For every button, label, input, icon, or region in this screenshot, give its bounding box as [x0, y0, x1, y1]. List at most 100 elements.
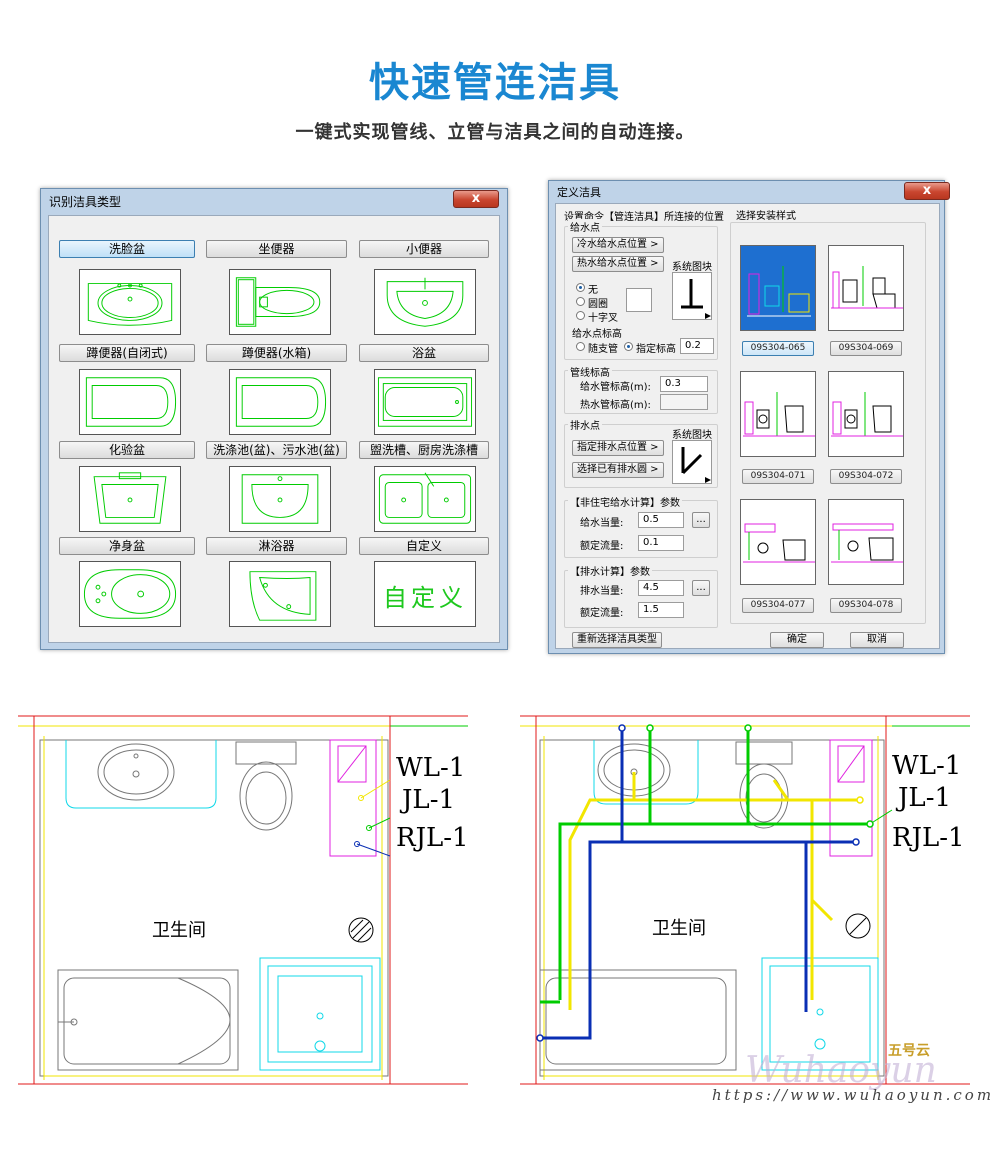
squat-toilet-tank-icon[interactable] [229, 369, 331, 435]
radio-specify-elev-label: 指定标高 [636, 344, 676, 355]
toilet-icon[interactable] [229, 269, 331, 335]
dialog-title: 识别洁具类型 [49, 195, 122, 209]
drain-equiv-more-button[interactable]: ... [692, 580, 710, 596]
room-label: 卫生间 [652, 918, 706, 939]
drain-equiv-label: 排水当量: [580, 586, 624, 597]
supply-equiv-label: 给水当量: [580, 518, 624, 529]
style-label-077[interactable]: 09S304-077 [742, 598, 814, 613]
page-subtitle: 一键式实现管线、立管与洁具之间的自动连接。 [295, 122, 695, 143]
custom-icon[interactable]: 自定义 [374, 561, 476, 627]
urinal-icon[interactable] [374, 269, 476, 335]
ok-button[interactable]: 确定 [770, 632, 824, 648]
fixture-squat-auto-button[interactable]: 蹲便器(自闭式) [59, 344, 195, 362]
style-thumb-072[interactable] [828, 371, 904, 457]
radio-circle-label: 圆圈 [588, 299, 608, 310]
install-style-group [730, 222, 926, 624]
pipe-label-wl: WL-1 [892, 751, 961, 781]
drain-flow-input[interactable]: 1.5 [638, 602, 684, 618]
bidet-icon[interactable] [79, 561, 181, 627]
supply-pipe-elev-label: 给水管标高(m): [580, 382, 651, 393]
fixture-shower-button[interactable]: 淋浴器 [206, 537, 347, 555]
sys-block-label: 系统图块 [672, 262, 712, 273]
radio-circle[interactable] [576, 297, 585, 306]
wash-sink-icon[interactable] [229, 466, 331, 532]
fixture-custom-button[interactable]: 自定义 [359, 537, 489, 555]
dialog-body: 洗脸盆 坐便器 小便器 蹲便器(自闭式) 蹲便器(水箱) 浴盆 [48, 215, 500, 643]
radio-none[interactable] [576, 283, 585, 292]
style-thumb-077[interactable] [740, 499, 816, 585]
supply-elev-input[interactable]: 0.2 [680, 338, 714, 354]
fixture-kitchen-sink-button[interactable]: 盥洗槽、厨房洗涤槽 [359, 441, 489, 459]
drain-calc-group [564, 570, 718, 628]
radio-follow-branch-label: 随支管 [588, 344, 618, 355]
fixture-bathtub-button[interactable]: 浴盆 [359, 344, 489, 362]
fixture-washbasin-button[interactable]: 洗脸盆 [59, 240, 195, 258]
radio-follow-branch[interactable] [576, 342, 585, 351]
lab-sink-icon[interactable] [79, 466, 181, 532]
cold-water-point-button[interactable]: 冷水给水点位置 > [572, 237, 664, 253]
define-fixture-dialog: 定义洁具 x 设置命令【管连洁具】所连接的位置 给水点 冷水给水点位置 > 热水… [548, 180, 950, 654]
instruction-text: 设置命令【管连洁具】所连接的位置 [564, 212, 724, 223]
style-thumb-071[interactable] [740, 371, 816, 457]
drain-group [564, 424, 718, 488]
hot-pipe-elev-label: 热水管标高(m): [580, 400, 651, 411]
pipe-label-rjl: RJL-1 [892, 823, 965, 853]
washbasin-icon[interactable] [79, 269, 181, 335]
radio-specify-elev[interactable] [624, 342, 633, 351]
bathtub-icon[interactable] [374, 369, 476, 435]
install-style-title: 选择安装样式 [736, 211, 796, 222]
radio-cross[interactable] [576, 311, 585, 320]
hot-pipe-elev-input[interactable] [660, 394, 708, 410]
pipe-label-jl: JL-1 [399, 785, 455, 815]
watermark-script: Wuhaoyun [745, 1050, 937, 1091]
floor-plan-after: WL-1 JL-1 RJL-1 卫生间 [520, 700, 970, 1100]
page-title: 快速管连洁具 [369, 60, 621, 106]
fixture-type-dialog: 识别洁具类型 x 洗脸盆 坐便器 小便器 蹲便器(自闭式) 蹲便器(水箱) 浴盆 [40, 188, 508, 650]
room-label: 卫生间 [152, 920, 206, 941]
drain-sys-block-label: 系统图块 [672, 430, 712, 441]
pipe-elev-group [564, 370, 718, 414]
nonres-supply-title: 【非住宅给水计算】参数 [568, 494, 682, 509]
radio-cross-label: 十字叉 [588, 313, 618, 324]
style-label-065[interactable]: 09S304-065 [742, 341, 814, 356]
watermark-url: https://www.wuhaoyun.com [712, 1086, 990, 1104]
dialog-body: 设置命令【管连洁具】所连接的位置 给水点 冷水给水点位置 > 热水给水点位置 >… [555, 203, 940, 649]
supply-equiv-input[interactable]: 0.5 [638, 512, 684, 528]
drain-block-preview[interactable] [672, 440, 712, 484]
squat-toilet-icon[interactable] [79, 369, 181, 435]
marker-preview [626, 288, 652, 312]
style-label-078[interactable]: 09S304-078 [830, 598, 902, 613]
style-label-069[interactable]: 09S304-069 [830, 341, 902, 356]
hot-water-point-button[interactable]: 热水给水点位置 > [572, 256, 664, 272]
style-label-071[interactable]: 09S304-071 [742, 469, 814, 484]
style-thumb-065[interactable] [740, 245, 816, 331]
pick-drain-circle-button[interactable]: 选择已有排水圆 > [572, 462, 664, 478]
cancel-button[interactable]: 取消 [850, 632, 904, 648]
fixture-bidet-button[interactable]: 净身盆 [59, 537, 195, 555]
style-thumb-078[interactable] [828, 499, 904, 585]
set-drain-point-button[interactable]: 指定排水点位置 > [572, 440, 664, 456]
watermark-brand: 五号云 [888, 1043, 930, 1059]
kitchen-sink-icon[interactable] [374, 466, 476, 532]
fixture-squat-tank-button[interactable]: 蹲便器(水箱) [206, 344, 347, 362]
pipe-elev-title: 管线标高 [568, 364, 612, 379]
fixture-urinal-button[interactable]: 小便器 [359, 240, 489, 258]
water-supply-title: 给水点 [568, 219, 602, 234]
drain-equiv-input[interactable]: 4.5 [638, 580, 684, 596]
supply-block-preview[interactable] [672, 272, 712, 320]
fixture-toilet-button[interactable]: 坐便器 [206, 240, 347, 258]
floor-plan-before: WL-1 JL-1 RJL-1 卫生间 [18, 700, 469, 1100]
fixture-wash-sink-button[interactable]: 洗涤池(盆)、污水池(盆) [206, 441, 347, 459]
shower-icon[interactable] [229, 561, 331, 627]
style-label-072[interactable]: 09S304-072 [830, 469, 902, 484]
supply-equiv-more-button[interactable]: ... [692, 512, 710, 528]
close-button[interactable]: x [904, 182, 950, 200]
drain-flow-label: 额定流量: [580, 608, 624, 619]
style-thumb-069[interactable] [828, 245, 904, 331]
supply-flow-input[interactable]: 0.1 [638, 535, 684, 551]
supply-pipe-elev-input[interactable]: 0.3 [660, 376, 708, 392]
close-button[interactable]: x [453, 190, 499, 208]
fixture-lab-sink-button[interactable]: 化验盆 [59, 441, 195, 459]
custom-thumb-text: 自定义 [383, 584, 467, 612]
reselect-type-button[interactable]: 重新选择洁具类型 [572, 632, 662, 648]
